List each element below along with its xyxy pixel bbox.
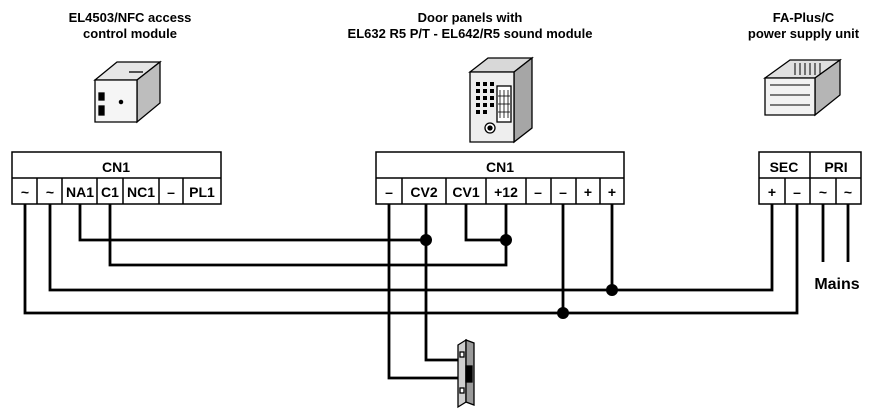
door-terminal-label: CV2 — [410, 184, 437, 200]
door-terminal-header: CN1 — [486, 159, 514, 175]
junction-dot — [420, 234, 432, 246]
wire-c1-plus12 — [108, 204, 508, 267]
door-panel-title: Door panels with EL632 R5 P/T - EL642/R5… — [300, 10, 640, 42]
access-terminal-label: – — [167, 184, 175, 200]
junction-dot — [606, 284, 618, 296]
wire-minus-lock — [387, 204, 458, 380]
power-terminal-label: ~ — [844, 184, 852, 200]
power-supply-title-line1: FA-Plus/C — [772, 10, 835, 25]
wire-cv1-plus12 — [464, 204, 506, 242]
power-supply-image — [762, 58, 843, 117]
door-panel-title-line1: Door panels with — [417, 10, 523, 25]
access-terminal-header: CN1 — [102, 159, 130, 175]
power-terminal-label: + — [768, 184, 776, 200]
power-pri-header: PRI — [824, 159, 847, 175]
door-terminal-label: CV1 — [452, 184, 479, 200]
wire-ac1-minus — [23, 204, 799, 315]
power-sec-header: SEC — [770, 159, 799, 175]
access-terminal-label: NA1 — [66, 184, 94, 200]
access-module-title-line2: control module — [83, 26, 177, 41]
power-terminal-label: ~ — [819, 184, 827, 200]
access-terminal-label: NC1 — [127, 184, 155, 200]
door-terminal-label: – — [385, 184, 393, 200]
door-terminal-label: + — [608, 184, 616, 200]
access-module-title: EL4503/NFC access control module — [20, 10, 240, 42]
door-panel-image — [468, 56, 534, 144]
junction-dot — [500, 234, 512, 246]
access-module-image — [93, 60, 162, 124]
power-terminal-label: – — [793, 184, 801, 200]
electric-lock-image — [457, 338, 475, 409]
door-terminal-block: CN1 – CV2 CV1 +12 – – + + — [375, 151, 625, 205]
access-module-title-line1: EL4503/NFC access — [68, 10, 192, 25]
door-panel-title-line2: EL632 R5 P/T - EL642/R5 sound module — [347, 26, 593, 41]
wire-cv2-lock — [424, 204, 458, 362]
mains-label: Mains — [814, 276, 859, 293]
access-terminal-label: ~ — [21, 184, 29, 200]
access-terminal-label: PL1 — [189, 184, 215, 200]
door-terminal-label: – — [559, 184, 567, 200]
access-terminal-block: CN1 ~ ~ NA1 C1 NC1 – PL1 — [11, 151, 222, 205]
wire-na1-cv2 — [78, 204, 426, 242]
access-terminal-label: C1 — [101, 184, 119, 200]
power-terminal-block: SEC PRI + – ~ ~ — [758, 151, 862, 205]
door-terminal-label: + — [584, 184, 592, 200]
junction-dot — [557, 307, 569, 319]
door-terminal-label: – — [534, 184, 542, 200]
access-terminal-label: ~ — [46, 184, 54, 200]
power-supply-title-line2: power supply unit — [747, 26, 860, 41]
wire-ac2-plus — [48, 204, 774, 292]
door-terminal-label: +12 — [494, 184, 518, 200]
power-supply-title: FA-Plus/C power supply unit — [735, 10, 872, 42]
